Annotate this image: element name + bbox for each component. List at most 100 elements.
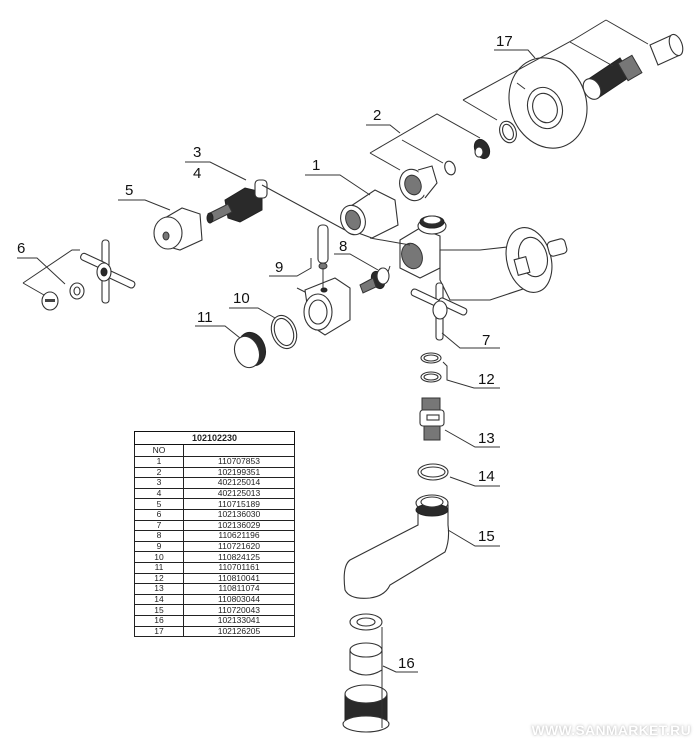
part-number: 4 — [134, 487, 184, 500]
callout-11: 11 — [197, 309, 213, 326]
part-number: 13 — [134, 583, 184, 595]
part-2-nut — [399, 165, 438, 202]
part-number: 6 — [134, 508, 184, 521]
part-16-aerator — [342, 613, 390, 733]
part-code: 102133041 — [183, 614, 295, 627]
part-number: 1 — [134, 456, 184, 468]
part-code: 102199351 — [183, 466, 295, 479]
part-code: 110701161 — [183, 561, 295, 574]
header-no: NO — [134, 444, 184, 457]
callout-10: 10 — [233, 290, 250, 307]
part-2-ring — [444, 160, 456, 176]
callout-8: 8 — [339, 238, 347, 255]
part-code: 110810041 — [183, 572, 295, 585]
part-17-escutcheon — [508, 57, 588, 149]
callout-7: 7 — [482, 332, 490, 349]
part-code: 110720043 — [183, 604, 295, 616]
callout-14: 14 — [478, 468, 495, 485]
part-8-cartridge — [359, 265, 391, 294]
part-number: 9 — [134, 540, 184, 553]
part-number: 14 — [134, 593, 184, 606]
callout-15: 15 — [478, 528, 495, 545]
part-number: 16 — [134, 614, 184, 627]
callout-17: 17 — [496, 33, 513, 50]
part-number: 8 — [134, 530, 184, 542]
part-code: 402125014 — [183, 477, 295, 489]
part-code: 110811074 — [183, 583, 295, 595]
part-13-diverter — [419, 397, 445, 441]
part-code: 110803044 — [183, 593, 295, 606]
part-code: 102136029 — [183, 519, 295, 532]
part-number: 3 — [134, 477, 184, 489]
part-code: 402125013 — [183, 487, 295, 500]
part-10-ring — [270, 314, 298, 350]
part-number: 2 — [134, 466, 184, 479]
callout-13: 13 — [478, 430, 495, 447]
part-number: 12 — [134, 572, 184, 585]
parts-table-header: NO — [134, 444, 295, 457]
part-number: 17 — [134, 625, 184, 638]
part-code: 102126205 — [183, 625, 295, 638]
part-17-cartridge — [582, 54, 643, 100]
part-14-ring — [417, 463, 449, 481]
part-1-connector — [340, 189, 399, 239]
part-15-spout — [343, 494, 450, 599]
callout-5: 5 — [125, 182, 133, 199]
part-7-handle — [410, 282, 468, 341]
part-5-cover — [153, 207, 203, 251]
part-11-cap — [233, 331, 267, 369]
callout-2: 2 — [373, 107, 381, 124]
part-code: 110707853 — [183, 456, 295, 468]
callout-4: 4 — [193, 165, 201, 182]
part-number: 15 — [134, 604, 184, 616]
callout-1: 1 — [312, 157, 320, 174]
part-code: 110715189 — [183, 498, 295, 510]
callout-3: 3 — [193, 144, 201, 161]
part-code: 110721620 — [183, 540, 295, 553]
part-number: 7 — [134, 519, 184, 532]
part-number: 11 — [134, 561, 184, 574]
callout-6: 6 — [17, 240, 25, 257]
part-code: 110824125 — [183, 551, 295, 563]
watermark: WWW.SANMARKET.RU — [531, 722, 691, 738]
part-6-button — [41, 291, 59, 311]
callout-9: 9 — [275, 259, 283, 276]
callout-12: 12 — [478, 371, 495, 388]
part-2-valve — [473, 138, 491, 160]
part-6-washer — [69, 282, 85, 300]
parts-table-title: 102102230 — [134, 431, 295, 445]
part-17-cap — [649, 33, 684, 66]
callout-16: 16 — [398, 655, 415, 672]
part-3-4-cartridge — [206, 179, 268, 224]
valve-body — [399, 215, 568, 301]
part-12-orings — [420, 352, 442, 383]
part-code: 110621196 — [183, 530, 295, 542]
part-number: 5 — [134, 498, 184, 510]
part-6-handle — [80, 239, 136, 304]
part-17-oring — [499, 120, 517, 144]
part-code: 102136030 — [183, 508, 295, 521]
part-9-body — [303, 277, 351, 336]
part-number: 10 — [134, 551, 184, 563]
part-9-pin — [317, 224, 329, 270]
header-code — [183, 444, 295, 457]
